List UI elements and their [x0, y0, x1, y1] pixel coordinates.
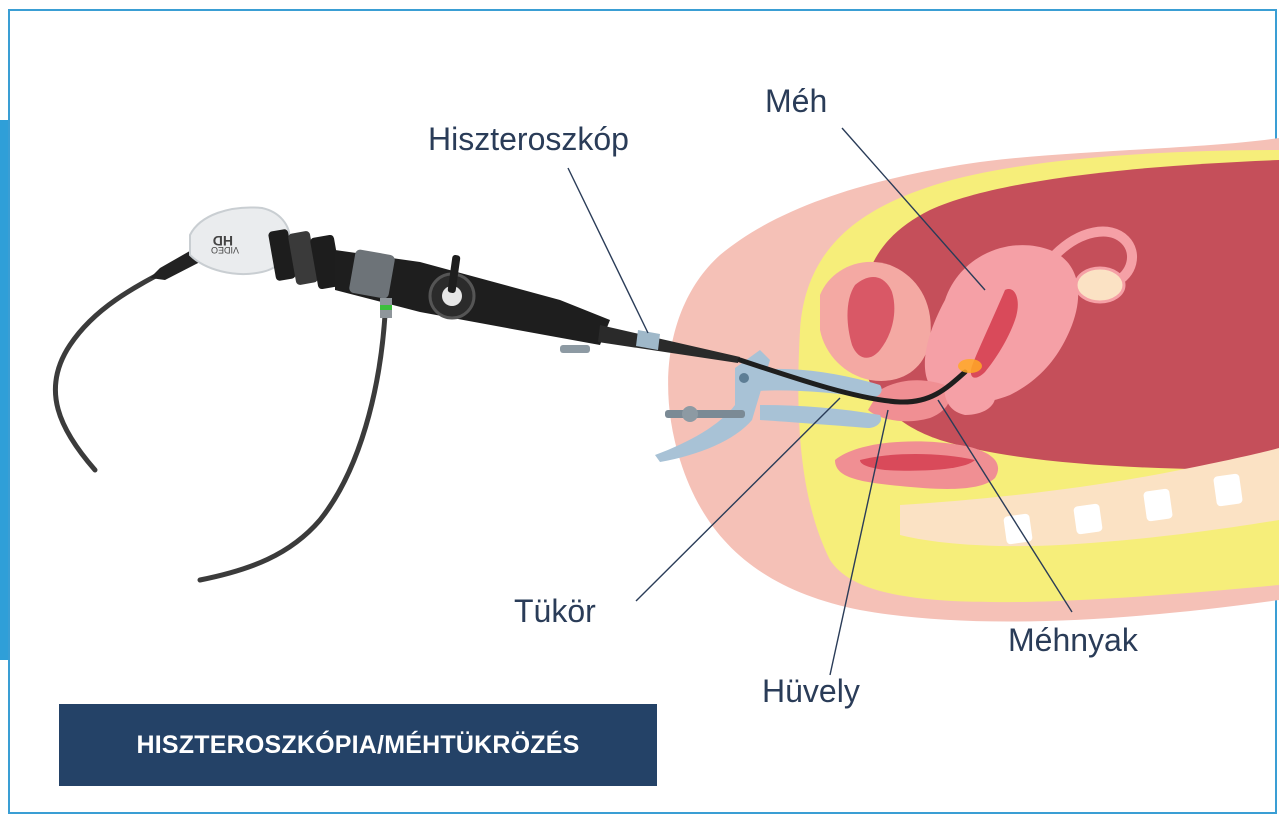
title-banner: HISZTEROSZKÓPIA/MÉHTÜKRÖZÉS	[59, 704, 657, 786]
scope-grip-ring	[348, 249, 395, 299]
label-speculum: Tükör	[514, 593, 596, 629]
speculum-thumbscrew-knob	[682, 406, 698, 422]
camera-cable	[55, 255, 195, 470]
label-vagina: Hüvely	[762, 673, 860, 709]
label-uterus: Méh	[765, 83, 827, 119]
light-cable	[200, 315, 385, 580]
camera-video-text: VIDEO	[211, 245, 239, 255]
label-hysteroscope: Hiszteroszkóp	[428, 121, 629, 157]
page-title: HISZTEROSZKÓPIA/MÉHTÜKRÖZÉS	[137, 731, 580, 760]
fluid-port	[560, 345, 590, 353]
label-cervix: Méhnyak	[1008, 622, 1139, 658]
speculum-screw	[739, 373, 749, 383]
scope-light	[958, 359, 982, 373]
light-post-green	[380, 305, 392, 310]
ovary	[1076, 268, 1124, 302]
speculum-thumbscrew	[665, 410, 745, 418]
